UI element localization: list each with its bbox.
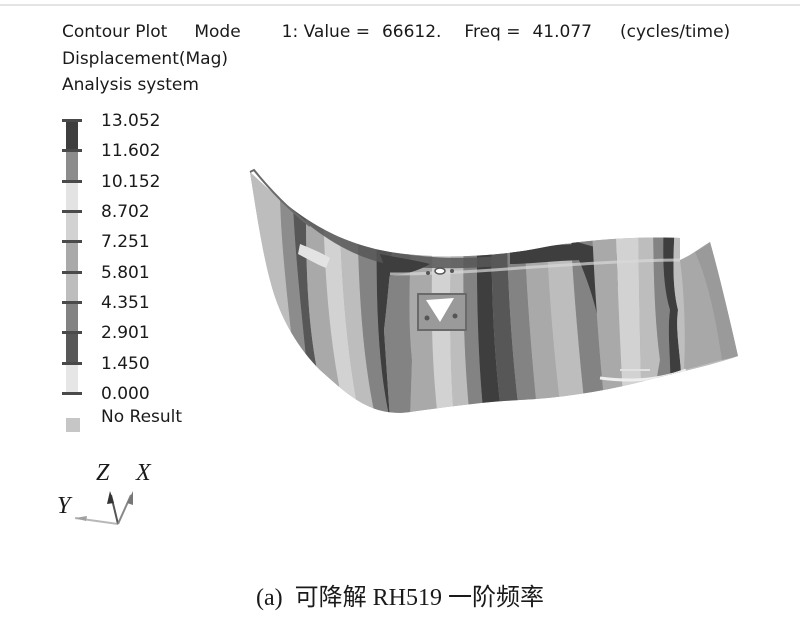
figure-caption: (a) 可降解 RH519 一阶频率 [256,585,544,611]
legend-value-6: 4.351 [101,293,150,313]
legend-value-0: 13.052 [101,111,161,131]
legend-value-2: 10.152 [101,172,161,192]
legend-band-4 [66,241,78,272]
plot-type-label: Contour Plot [62,22,168,42]
plot-header-line-1: Contour Plot Mode 1: Value = 66612. Freq = 41… [62,22,730,42]
legend-tick [62,362,82,365]
legend-tick [62,149,82,152]
legend-tick [62,240,82,243]
legend-value-8: 1.450 [101,354,150,374]
legend-tick [62,119,82,122]
legend-tick [62,271,82,274]
contour-model-view [240,160,760,450]
legend-band-8 [66,363,78,393]
triad-z-label: Z [96,460,110,486]
legend-band-7 [66,332,78,363]
legend-band-1 [66,150,78,181]
legend-band-5 [66,272,78,302]
legend-value-9: 0.000 [101,384,150,404]
legend-band-2 [66,181,78,211]
mode-label: Mode [194,22,241,42]
contour-legend: 13.052 11.602 10.152 8.702 7.251 5.801 4… [62,111,222,441]
no-result-label: No Result [101,407,183,427]
result-type-label: Displacement(Mag) [62,49,229,69]
freq-label: Freq = [464,22,521,42]
legend-tick [62,180,82,183]
legend-value-3: 8.702 [101,202,150,222]
legend-value-4: 7.251 [101,232,150,252]
deformed-part-shape [249,168,738,413]
legend-band-3 [66,211,78,241]
legend-band-0 [66,120,78,150]
freq-unit: (cycles/time) [619,22,731,42]
legend-value-1: 11.602 [101,141,161,161]
legend-tick [62,392,82,395]
coordinate-triad: Z X Y [55,460,175,540]
legend-value-5: 5.801 [101,263,150,283]
legend-value-7: 2.901 [101,323,150,343]
triad-x-label: X [136,460,151,486]
top-divider [0,4,800,6]
mode-value-label: 1: Value = [281,22,370,42]
eigenvalue: 66612. [381,22,442,42]
legend-tick [62,210,82,213]
triad-y-label: Y [57,493,71,519]
no-result-swatch [66,418,80,432]
freq-value: 41.077 [532,22,592,42]
triad-axes-icon [74,491,133,525]
coordinate-system-label: Analysis system [62,75,199,95]
legend-band-6 [66,302,78,332]
legend-tick [62,331,82,334]
legend-tick [62,301,82,304]
